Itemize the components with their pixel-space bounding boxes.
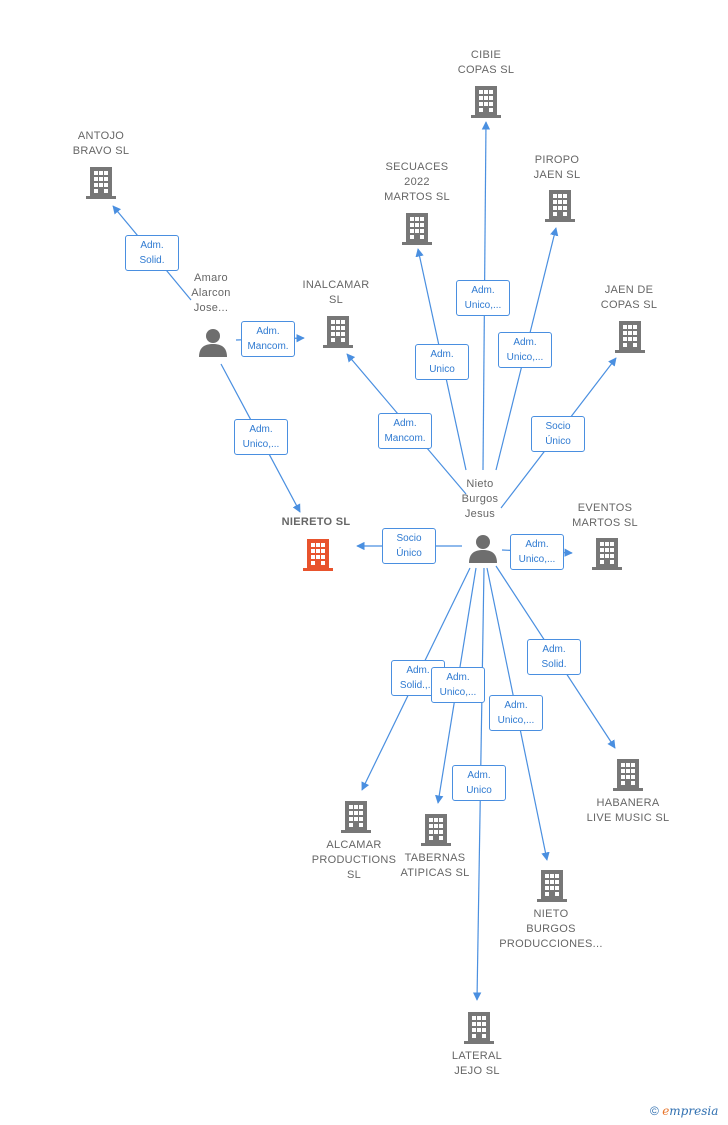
node-label-nietoprod[interactable]: NIETO BURGOS PRODUCCIONES... xyxy=(499,908,603,950)
building-icon-jaencopas[interactable] xyxy=(615,321,645,353)
edge-label-nieto-to-cibie[interactable]: Adm. Unico,... xyxy=(456,280,510,316)
edge-label-nieto-to-secuaces[interactable]: Adm. Unico xyxy=(415,344,469,380)
node-label-secuaces[interactable]: SECUACES 2022 MARTOS SL xyxy=(384,161,450,203)
node-label-nieto[interactable]: Nieto Burgos Jesus xyxy=(461,478,499,520)
edge-label-nieto-to-inalcamar[interactable]: Adm. Mancom. xyxy=(378,413,432,449)
person-icon-amaro[interactable] xyxy=(199,329,227,357)
node-label-niereto[interactable]: NIERETO SL xyxy=(281,516,351,528)
edge-label-nieto-to-nietoprod[interactable]: Adm. Unico,... xyxy=(489,695,543,731)
edge-label-nieto-to-habanera[interactable]: Adm. Solid. xyxy=(527,639,581,675)
edge-label-nieto-to-piropo[interactable]: Adm. Unico,... xyxy=(498,332,552,368)
edge-label-nieto-to-niereto[interactable]: Socio Único xyxy=(382,528,436,564)
copyright-symbol: © xyxy=(650,1104,659,1118)
building-icon-cibie[interactable] xyxy=(471,86,501,118)
node-label-alcamar[interactable]: ALCAMAR PRODUCTIONS SL xyxy=(311,839,397,881)
building-icon-habanera[interactable] xyxy=(613,759,643,791)
edge-label-amaro-to-niereto[interactable]: Adm. Unico,... xyxy=(234,419,288,455)
edge-label-amaro-to-inalcamar[interactable]: Adm. Mancom. xyxy=(241,321,295,357)
edge-label-amaro-to-antojo[interactable]: Adm. Solid. xyxy=(125,235,179,271)
node-label-lateral[interactable]: LATERAL JEJO SL xyxy=(451,1050,503,1077)
node-label-piropo[interactable]: PIROPO JAEN SL xyxy=(533,154,581,181)
edge-label-nieto-to-jaencopas[interactable]: Socio Único xyxy=(531,416,585,452)
building-icon-nietoprod[interactable] xyxy=(537,870,567,902)
node-label-jaencopas[interactable]: JAEN DE COPAS SL xyxy=(600,284,658,311)
building-icon-eventos[interactable] xyxy=(592,538,622,570)
node-label-cibie[interactable]: CIBIE COPAS SL xyxy=(457,49,515,76)
building-icon-lateral[interactable] xyxy=(464,1012,494,1044)
edge-label-nieto-to-eventos[interactable]: Adm. Unico,... xyxy=(510,534,564,570)
edge-label-nieto-to-lateral[interactable]: Adm. Unico xyxy=(452,765,506,801)
brand-logo[interactable]: empresia xyxy=(662,1104,719,1118)
building-icon-secuaces[interactable] xyxy=(402,213,432,245)
edge-label-nieto-to-tabernas[interactable]: Adm. Unico,... xyxy=(431,667,485,703)
footer: © empresia xyxy=(650,1104,718,1118)
building-icon-piropo[interactable] xyxy=(545,190,575,222)
building-icon-antojo[interactable] xyxy=(86,167,116,199)
person-icon-nieto[interactable] xyxy=(469,535,497,563)
building-icon-alcamar[interactable] xyxy=(341,801,371,833)
node-label-inalcamar[interactable]: INALCAMAR SL xyxy=(302,279,370,306)
node-label-eventos[interactable]: EVENTOS MARTOS SL xyxy=(572,502,638,529)
node-label-habanera[interactable]: HABANERA LIVE MUSIC SL xyxy=(586,797,670,824)
node-label-antojo[interactable]: ANTOJO BRAVO SL xyxy=(72,130,130,157)
node-label-amaro[interactable]: Amaro Alarcon Jose... xyxy=(191,272,231,314)
building-icon-niereto[interactable] xyxy=(303,539,333,571)
building-icon-tabernas[interactable] xyxy=(421,814,451,846)
building-icon-inalcamar[interactable] xyxy=(323,316,353,348)
node-label-tabernas[interactable]: TABERNAS ATIPICAS SL xyxy=(400,852,470,879)
